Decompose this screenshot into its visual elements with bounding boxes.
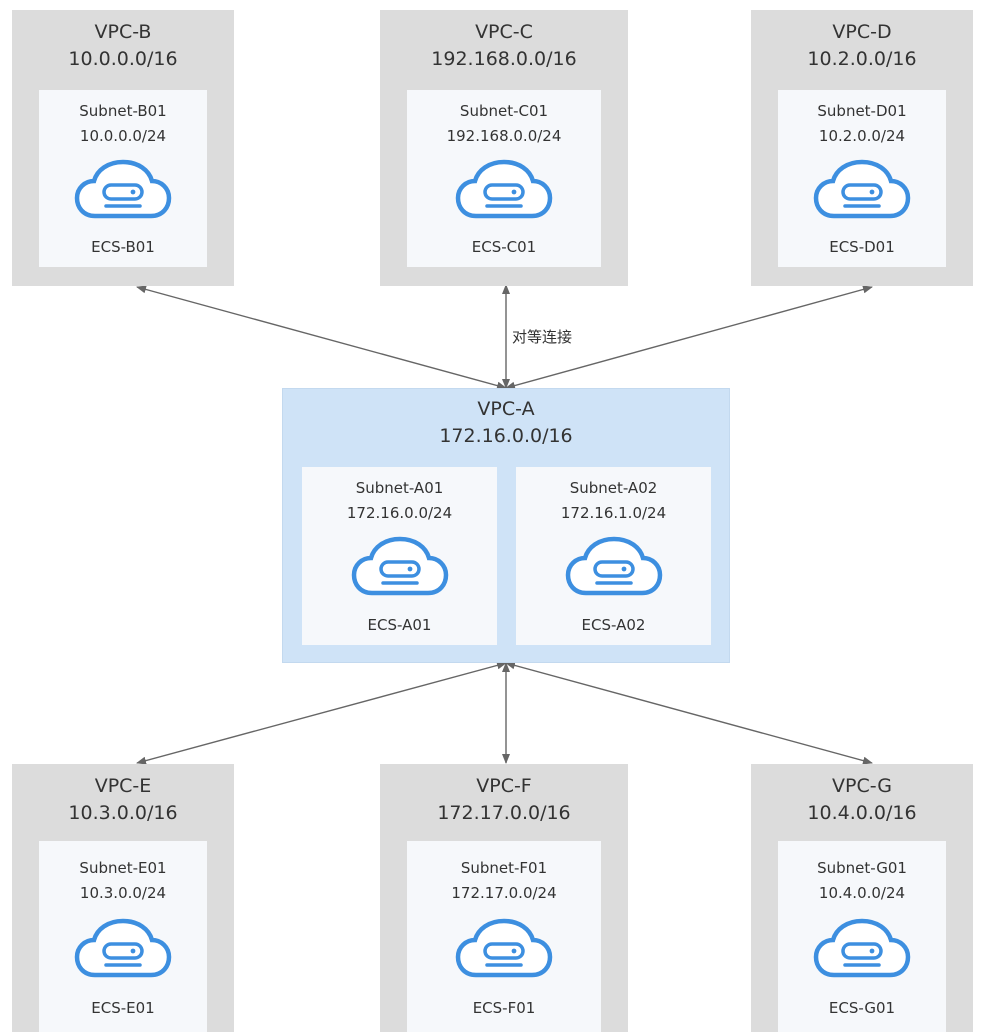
ecs-name: ECS-D01 xyxy=(829,238,895,256)
subnet-a01: Subnet-A01 172.16.0.0/24 ECS-A01 xyxy=(302,467,497,645)
subnet-b01: Subnet-B01 10.0.0.0/24 ECS-B01 xyxy=(39,90,207,267)
cloud-server-icon xyxy=(813,918,911,978)
subnet-cidr: 10.0.0.0/24 xyxy=(79,127,167,145)
vpc-name: VPC-B xyxy=(94,21,152,43)
vpc-name: VPC-D xyxy=(832,21,892,43)
subnet-g01: Subnet-G01 10.4.0.0/24 ECS-G01 xyxy=(778,841,946,1032)
subnet-name: Subnet-A01 xyxy=(355,479,444,497)
vpc-cidr: 172.17.0.0/16 xyxy=(437,802,571,824)
cloud-server-icon xyxy=(565,536,662,596)
vpc-c: VPC-C 192.168.0.0/16 Subnet-C01 192.168.… xyxy=(380,10,628,286)
subnet-name: Subnet-B01 xyxy=(79,102,167,120)
subnet-name: Subnet-C01 xyxy=(459,102,549,120)
vpc-name: VPC-F xyxy=(476,775,532,797)
vpc-name: VPC-E xyxy=(94,775,152,797)
ecs-name: ECS-F01 xyxy=(472,999,536,1017)
subnet-cidr: 192.168.0.0/24 xyxy=(446,127,562,145)
subnet-cidr: 172.16.1.0/24 xyxy=(560,504,667,522)
cloud-server-icon xyxy=(351,536,448,596)
cloud-server-icon xyxy=(74,159,172,219)
cloud-server-icon xyxy=(455,918,553,978)
subnet-name: Subnet-D01 xyxy=(817,102,907,120)
subnet-a02: Subnet-A02 172.16.1.0/24 ECS-A02 xyxy=(516,467,711,645)
vpc-f: VPC-F 172.17.0.0/16 Subnet-F01 172.17.0.… xyxy=(380,764,628,1032)
subnet-cidr: 10.2.0.0/24 xyxy=(818,127,906,145)
vpc-name: VPC-A xyxy=(477,398,535,420)
cloud-server-icon xyxy=(74,918,172,978)
vpc-cidr: 192.168.0.0/16 xyxy=(431,48,577,70)
vpc-d: VPC-D 10.2.0.0/16 Subnet-D01 10.2.0.0/24… xyxy=(751,10,973,286)
subnet-c01: Subnet-C01 192.168.0.0/24 ECS-C01 xyxy=(407,90,601,267)
peering-link-e xyxy=(136,661,507,765)
ecs-name: ECS-C01 xyxy=(471,238,537,256)
subnet-cidr: 10.4.0.0/24 xyxy=(818,884,906,902)
vpc-cidr: 10.4.0.0/16 xyxy=(807,802,917,824)
vpc-cidr: 10.2.0.0/16 xyxy=(807,48,917,70)
vpc-cidr: 10.0.0.0/16 xyxy=(68,48,178,70)
subnet-name: Subnet-F01 xyxy=(460,859,548,877)
vpc-g: VPC-G 10.4.0.0/16 Subnet-G01 10.4.0.0/24… xyxy=(751,764,973,1032)
subnet-cidr: 172.17.0.0/24 xyxy=(451,884,557,902)
vpc-name: VPC-C xyxy=(475,21,533,43)
subnet-f01: Subnet-F01 172.17.0.0/24 ECS-F01 xyxy=(407,841,601,1032)
subnet-name: Subnet-A02 xyxy=(569,479,658,497)
subnet-e01: Subnet-E01 10.3.0.0/24 ECS-E01 xyxy=(39,841,207,1032)
vpc-b: VPC-B 10.0.0.0/16 Subnet-B01 10.0.0.0/24… xyxy=(12,10,234,286)
peering-link-g xyxy=(505,661,873,765)
peering-link-b xyxy=(136,285,507,390)
subnet-cidr: 172.16.0.0/24 xyxy=(346,504,453,522)
ecs-name: ECS-E01 xyxy=(91,999,155,1017)
subnet-cidr: 10.3.0.0/24 xyxy=(79,884,167,902)
subnet-name: Subnet-G01 xyxy=(817,859,907,877)
subnet-d01: Subnet-D01 10.2.0.0/24 ECS-D01 xyxy=(778,90,946,267)
cloud-server-icon xyxy=(813,159,911,219)
ecs-name: ECS-G01 xyxy=(828,999,896,1017)
ecs-name: ECS-B01 xyxy=(91,238,155,256)
peering-link-d xyxy=(505,285,873,390)
cloud-server-icon xyxy=(455,159,553,219)
subnet-name: Subnet-E01 xyxy=(79,859,167,877)
vpc-e: VPC-E 10.3.0.0/16 Subnet-E01 10.3.0.0/24… xyxy=(12,764,234,1032)
vpc-a: VPC-A 172.16.0.0/16 Subnet-A01 172.16.0.… xyxy=(282,388,730,663)
ecs-name: ECS-A01 xyxy=(367,616,432,634)
peering-label: 对等连接 xyxy=(512,328,573,346)
vpc-cidr: 10.3.0.0/16 xyxy=(68,802,178,824)
vpc-name: VPC-G xyxy=(832,775,892,797)
vpc-cidr: 172.16.0.0/16 xyxy=(439,425,573,447)
ecs-name: ECS-A02 xyxy=(581,616,646,634)
